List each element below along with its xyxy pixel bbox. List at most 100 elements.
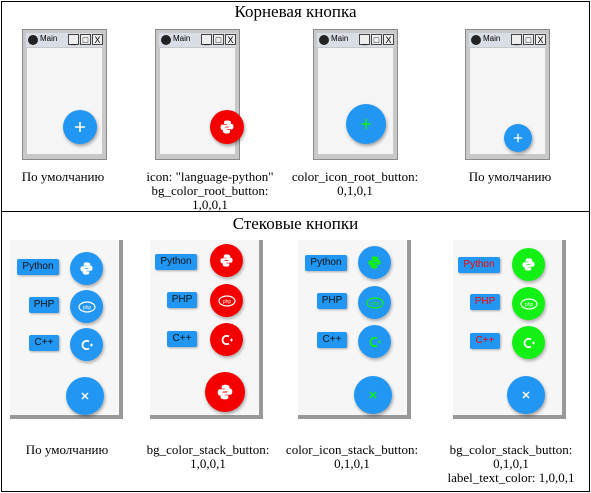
- plus-icon: [75, 122, 85, 132]
- stack-button-cpp[interactable]: [512, 326, 545, 359]
- stack-button-cpp[interactable]: [210, 323, 243, 356]
- caption-root-green-icon: color_icon_root_button: 0,1,0,1: [280, 170, 430, 198]
- python-logo-icon: [217, 384, 233, 400]
- stack-panel-green-icons: Python PHP php C++: [298, 240, 411, 419]
- stack-section-title: Стековые кнопки: [232, 214, 359, 233]
- stack-label-cpp: C++: [167, 331, 197, 347]
- root-button[interactable]: [346, 104, 386, 144]
- stack-label-python: Python: [305, 255, 347, 271]
- stack-button-python[interactable]: [210, 244, 243, 277]
- app-window-default: Main _ □ X: [22, 29, 107, 160]
- caption-stack-default: По умолчанию: [25, 442, 109, 457]
- python-icon: [220, 254, 233, 267]
- maximize-button[interactable]: □: [213, 34, 224, 45]
- minimize-button[interactable]: _: [201, 34, 212, 45]
- python-icon: [522, 258, 535, 271]
- cpp-icon: [221, 334, 233, 345]
- caption-line: bg_color_root_button:: [151, 183, 269, 198]
- caption-stack-green-bg: bg_color_stack_button: 0,1,0,1 label_tex…: [435, 443, 587, 485]
- app-icon: [319, 35, 329, 45]
- caption-root-python: icon: "language-python" bg_color_root_bu…: [135, 170, 285, 212]
- caption-line: 0,1,0,1: [334, 456, 370, 471]
- svg-text:php: php: [82, 305, 91, 311]
- app-window-python: Main _ □ X: [155, 29, 244, 160]
- window-titlebar: Main _ □ X: [469, 33, 546, 47]
- close-button[interactable]: X: [383, 34, 394, 45]
- window-title: Main: [483, 34, 501, 43]
- window-title: Main: [40, 34, 58, 43]
- python-icon: [220, 120, 234, 134]
- minimize-button[interactable]: _: [359, 34, 370, 45]
- root-button[interactable]: [63, 110, 97, 144]
- stack-button-cpp[interactable]: [70, 328, 103, 361]
- stack-label-python: Python: [155, 254, 197, 270]
- window-title: Main: [173, 34, 191, 43]
- php-icon: php: [365, 296, 384, 309]
- stack-button-php[interactable]: php: [210, 284, 243, 317]
- plus-icon: [513, 133, 523, 143]
- app-icon: [161, 35, 171, 45]
- window-titlebar: Main _ □ X: [317, 33, 394, 47]
- stack-panel-green-bg: Python PHP php C++: [453, 240, 566, 419]
- python-icon: [368, 256, 381, 269]
- close-icon: [369, 391, 377, 399]
- stack-button-python[interactable]: [70, 252, 103, 285]
- stack-button-php[interactable]: php: [358, 286, 391, 319]
- stack-label-cpp: C++: [470, 333, 500, 349]
- caption-line: bg_color_stack_button:: [146, 442, 270, 457]
- stack-label-python: Python: [17, 259, 59, 275]
- plus-icon: [361, 119, 371, 129]
- stack-button-python[interactable]: [358, 246, 391, 279]
- php-icon: php: [77, 300, 96, 313]
- caption-line: 0,1,0,1: [493, 456, 529, 471]
- close-button[interactable]: X: [535, 34, 546, 45]
- caption-line: 1,0,0,1: [192, 197, 228, 212]
- stack-root-button[interactable]: [66, 377, 104, 415]
- stack-label-python: Python: [458, 257, 500, 273]
- minimize-button[interactable]: _: [68, 34, 79, 45]
- close-icon: [522, 391, 530, 399]
- caption-stack-red: bg_color_stack_button: 1,0,0,1: [133, 443, 283, 471]
- maximize-button[interactable]: □: [523, 34, 534, 45]
- stack-panel-red: Python PHP php C++: [150, 240, 263, 419]
- window-client: [27, 48, 102, 154]
- stack-button-php[interactable]: php: [512, 287, 545, 320]
- svg-text:php: php: [370, 301, 379, 307]
- app-icon: [28, 35, 38, 45]
- caption-line: color_icon_root_button:: [291, 169, 419, 184]
- window-title: Main: [331, 34, 349, 43]
- stack-button-cpp[interactable]: [358, 325, 391, 358]
- stack-button-python[interactable]: [512, 248, 545, 281]
- stack-root-button[interactable]: [354, 376, 392, 414]
- stack-root-button[interactable]: [205, 372, 245, 412]
- svg-text:php: php: [524, 302, 533, 308]
- caption-line: bg_color_stack_button:: [449, 442, 573, 457]
- python-icon: [80, 262, 93, 275]
- window-titlebar: Main _ □ X: [159, 33, 236, 47]
- window-client: [160, 48, 244, 154]
- maximize-button[interactable]: □: [80, 34, 91, 45]
- php-icon: php: [519, 297, 538, 310]
- caption-line: color_icon_stack_button:: [285, 442, 419, 457]
- window-client: [470, 48, 545, 154]
- minimize-button[interactable]: _: [511, 34, 522, 45]
- stack-label-cpp: C++: [29, 335, 59, 351]
- close-button[interactable]: X: [225, 34, 236, 45]
- section-divider: [1, 211, 589, 212]
- cpp-icon: [369, 336, 381, 347]
- caption-line: icon: "language-python": [146, 169, 274, 184]
- stack-label-php: PHP: [167, 292, 197, 308]
- caption-root-default-2: По умолчанию: [468, 169, 552, 184]
- maximize-button[interactable]: □: [371, 34, 382, 45]
- stack-label-cpp: C++: [317, 332, 347, 348]
- close-icon: [81, 392, 89, 400]
- caption-root-default: По умолчанию: [21, 169, 105, 184]
- cpp-icon: [81, 339, 93, 350]
- stack-button-php[interactable]: php: [70, 290, 103, 323]
- root-button[interactable]: [504, 124, 532, 152]
- stack-root-button[interactable]: [507, 376, 545, 414]
- root-button[interactable]: [210, 110, 244, 144]
- close-button[interactable]: X: [92, 34, 103, 45]
- app-window-green-icon: Main _ □ X: [313, 29, 398, 160]
- php-icon: php: [217, 294, 236, 307]
